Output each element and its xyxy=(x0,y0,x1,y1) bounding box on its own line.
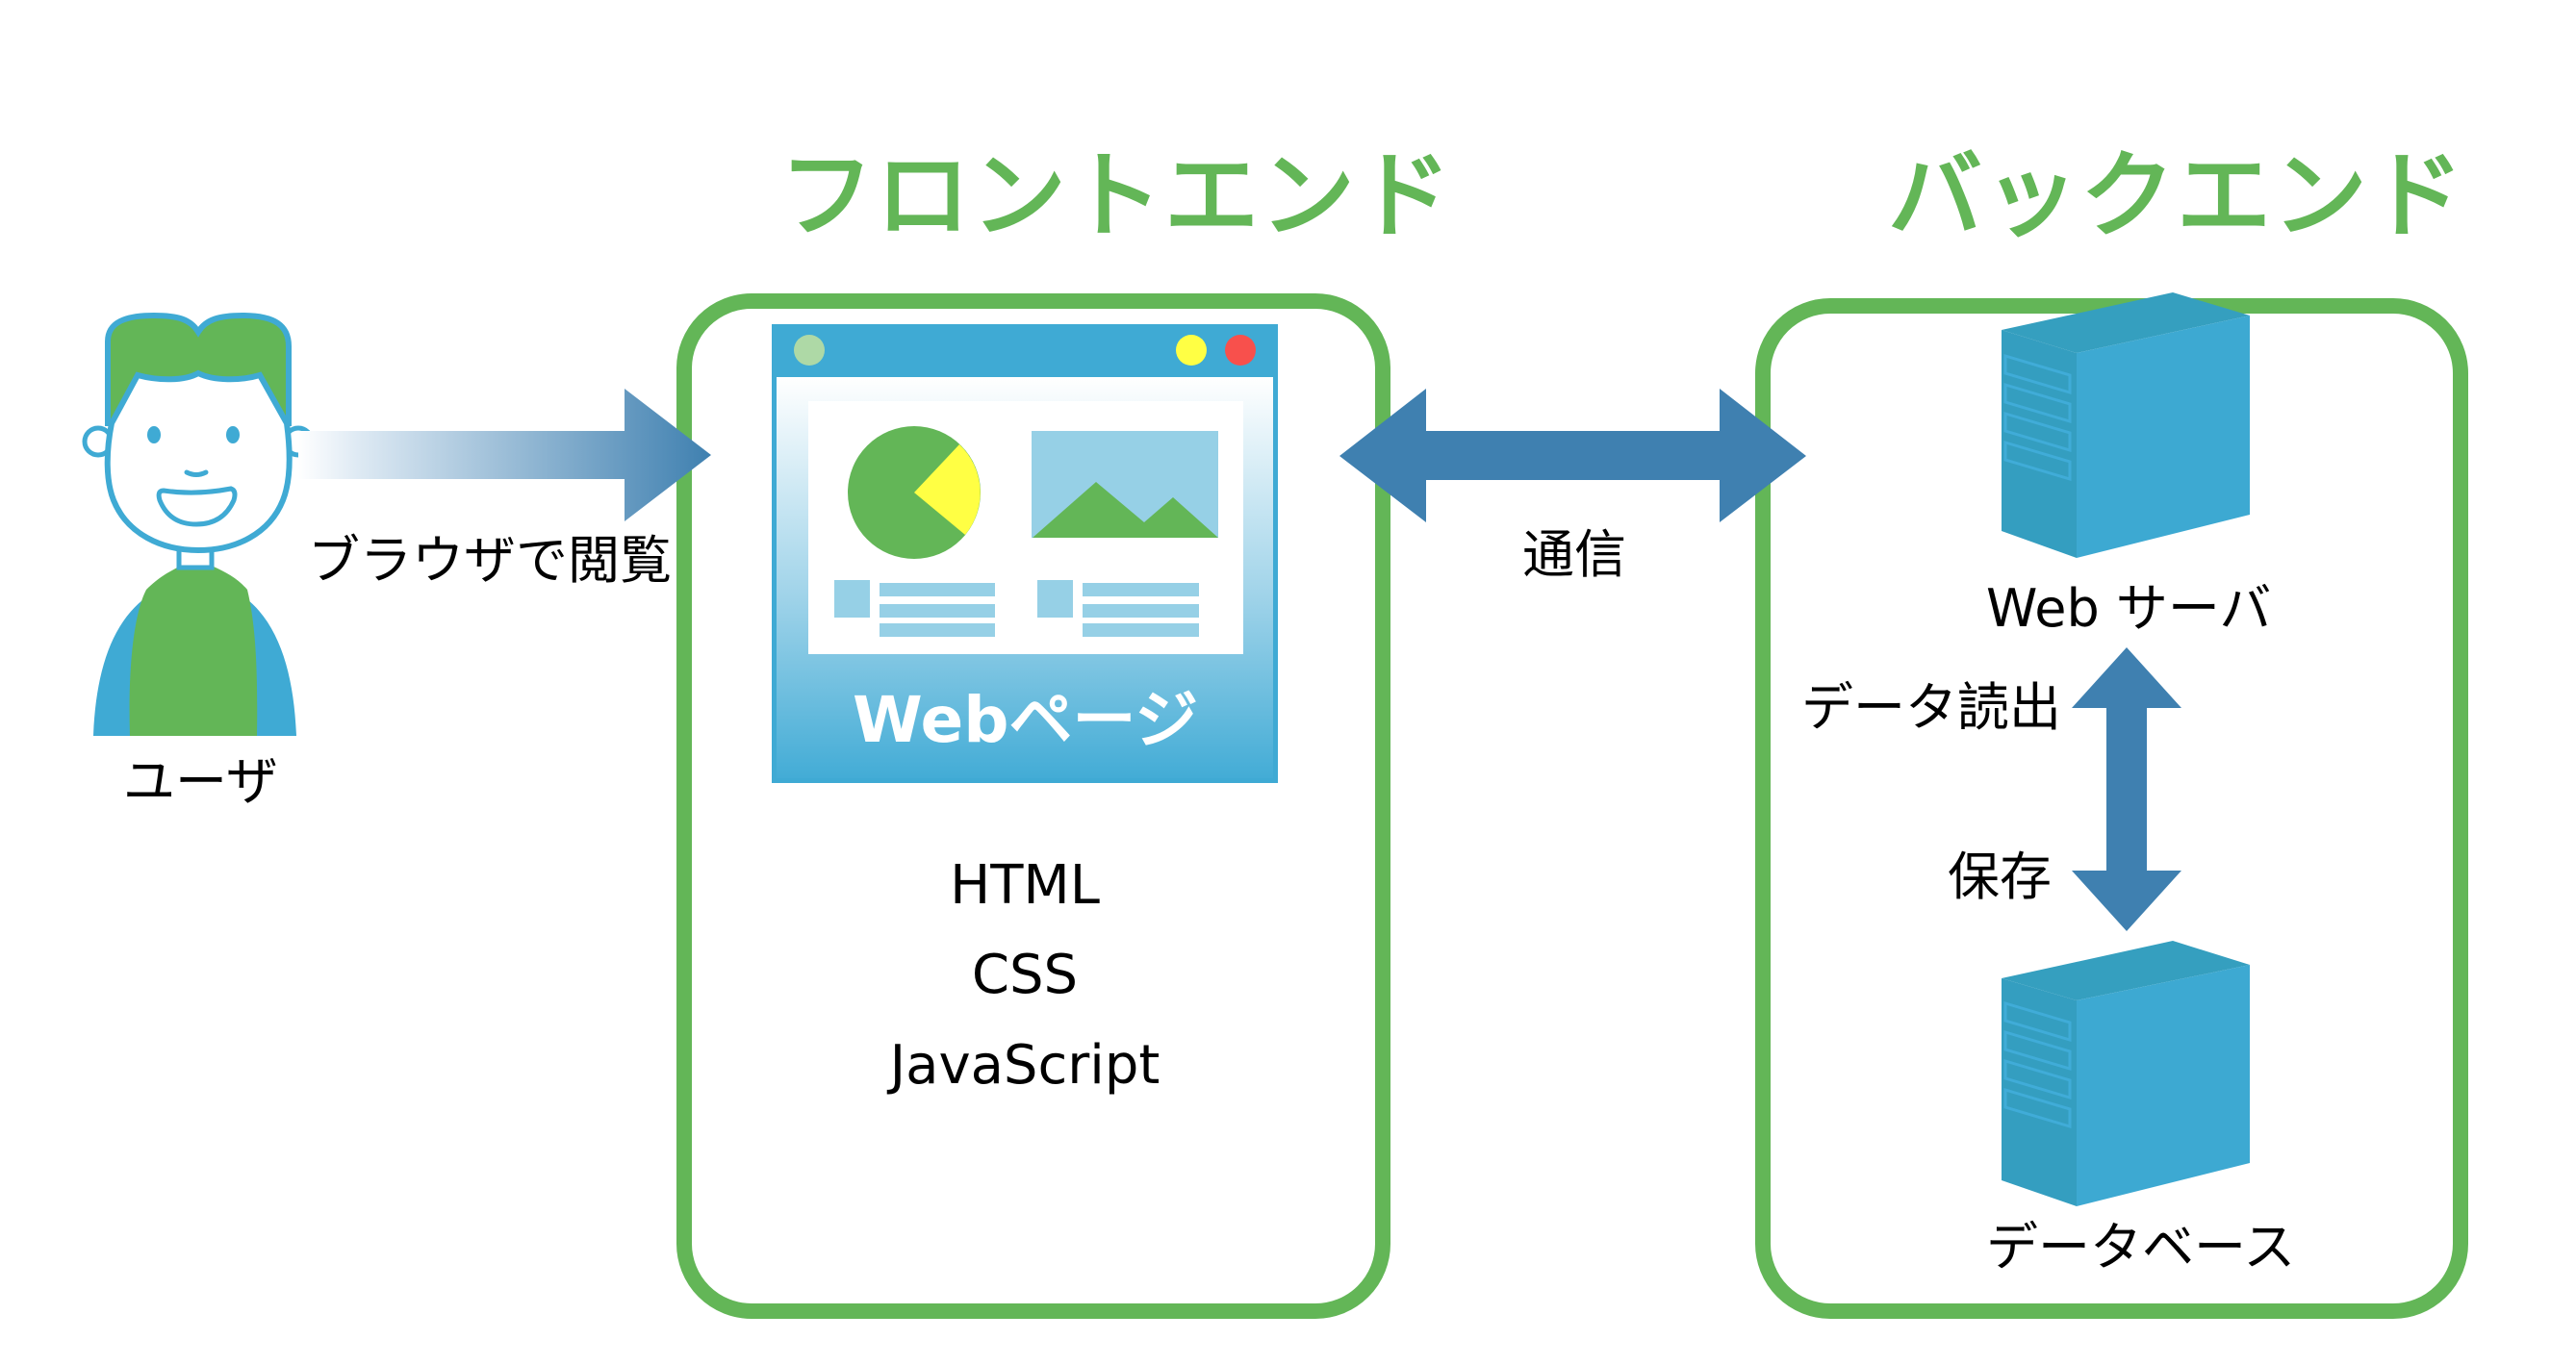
window-dot-red xyxy=(1225,335,1256,366)
database-server-icon xyxy=(2002,941,2250,1206)
text-line xyxy=(880,583,995,596)
tech-javascript: JavaScript xyxy=(889,1034,1160,1097)
text-line xyxy=(1083,623,1199,637)
server-top xyxy=(2002,292,2250,353)
web-server-label: Web サーバ xyxy=(1986,578,2272,639)
thumb-square xyxy=(834,580,870,618)
text-line xyxy=(880,623,995,637)
web-server-icon xyxy=(2002,292,2250,558)
text-line xyxy=(1083,604,1199,618)
arrow-right-icon xyxy=(298,389,711,521)
person-eye-left xyxy=(147,426,161,443)
server-top xyxy=(2002,941,2250,1000)
pie-chart-icon xyxy=(848,426,981,559)
server-front xyxy=(2077,965,2250,1206)
text-line xyxy=(880,604,995,618)
webpage-label: Webページ xyxy=(853,683,1199,757)
text-block-right xyxy=(1037,580,1199,637)
server-front xyxy=(2077,316,2250,558)
browse-label: ブラウザで閲覧 xyxy=(308,530,672,591)
window-dot-yellow xyxy=(1176,335,1207,366)
frontend-box xyxy=(676,293,1390,1319)
browser-window-icon xyxy=(772,324,1278,783)
person-face xyxy=(104,369,293,554)
backend-title: バックエンド xyxy=(1888,141,2466,251)
landscape-image-icon xyxy=(1032,431,1218,538)
communication-label: 通信 xyxy=(1522,524,1626,585)
server-drive-bays xyxy=(2003,1000,2072,1129)
text-block-left xyxy=(834,580,995,637)
pie-yellow-slice xyxy=(914,444,981,535)
server-side xyxy=(2002,330,2077,558)
person-shirt xyxy=(129,567,258,736)
database-label: データベース xyxy=(1986,1217,2296,1277)
tech-css: CSS xyxy=(971,944,1079,1006)
person-icon xyxy=(82,312,315,736)
frontend-title: フロントエンド xyxy=(779,141,1454,251)
save-label: 保存 xyxy=(1948,847,2052,907)
user-label: ユーザ xyxy=(123,751,278,812)
person-eye-right xyxy=(226,426,240,443)
server-drive-bays xyxy=(2003,353,2072,482)
window-dot-green xyxy=(794,335,825,366)
text-line xyxy=(1083,583,1199,596)
double-arrow-vertical-icon xyxy=(2072,647,2181,931)
thumb-square xyxy=(1037,580,1073,618)
person-mouth xyxy=(156,486,238,527)
person-nose xyxy=(184,469,209,477)
data-read-label: データ読出 xyxy=(1801,677,2061,738)
image-mountains xyxy=(1033,482,1218,538)
tech-html: HTML xyxy=(950,854,1100,917)
double-arrow-horizontal-icon xyxy=(1339,389,1806,522)
